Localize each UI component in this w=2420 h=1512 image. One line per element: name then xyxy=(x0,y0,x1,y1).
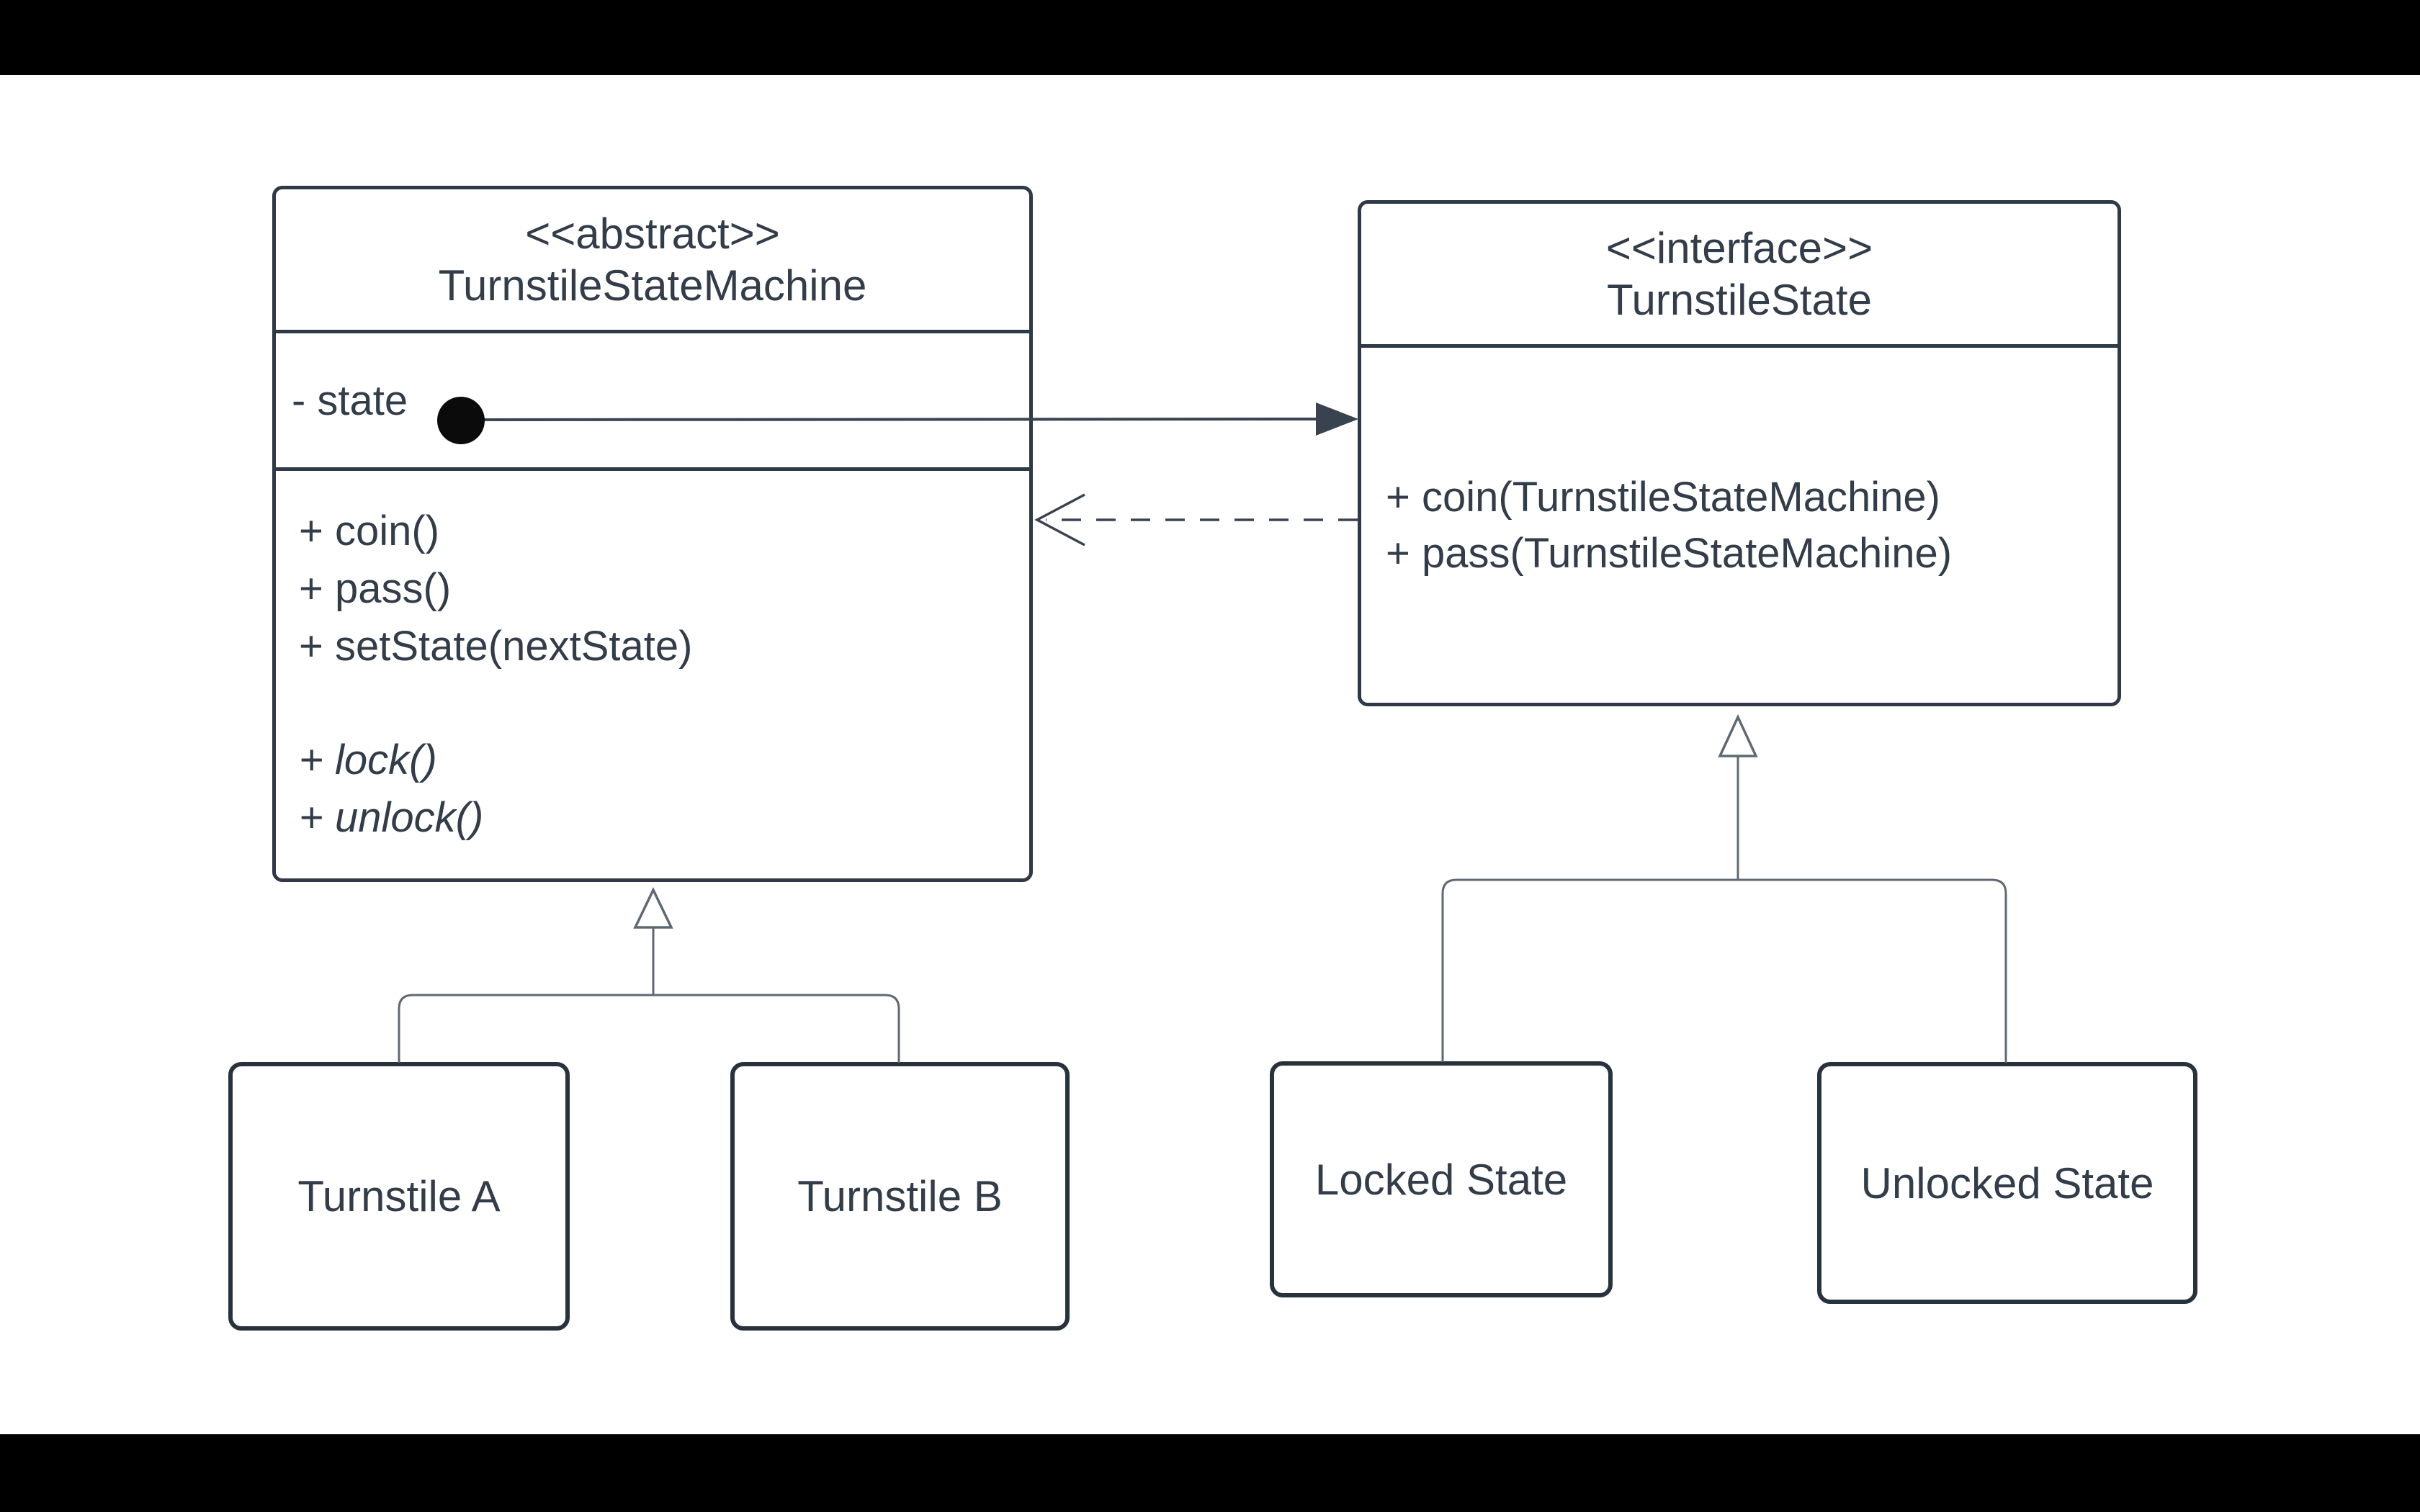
class-methods-section: + coin() + pass() + setState(nextState) … xyxy=(276,471,1029,878)
letterbox-bottom xyxy=(0,1434,2420,1512)
class-box-turnstile-a[interactable]: Turnstile A xyxy=(228,1062,570,1331)
class-box-unlocked-state[interactable]: Unlocked State xyxy=(1817,1062,2197,1304)
interface-method-coin: + coin(TurnstileStateMachine) xyxy=(1386,473,1940,521)
interface-header: <<interface>> TurnstileState xyxy=(1361,204,2118,348)
class-fields-section: - state xyxy=(276,333,1029,471)
method-set-state: + setState(nextState) xyxy=(299,623,693,670)
class-label: Unlocked State xyxy=(1860,1158,2154,1207)
method-pass: + pass() xyxy=(299,565,452,612)
class-stereotype: <<abstract>> xyxy=(525,209,780,258)
class-header: <<abstract>> TurnstileStateMachine xyxy=(276,189,1029,333)
methods-group-gap xyxy=(299,675,1029,732)
class-label: Turnstile A xyxy=(297,1172,501,1220)
abstract-method-unlock: + unlock() xyxy=(299,794,484,841)
class-box-turnstile-b[interactable]: Turnstile B xyxy=(730,1062,1070,1331)
class-label: Turnstile B xyxy=(797,1172,1003,1220)
interface-method-pass: + pass(TurnstileStateMachine) xyxy=(1386,529,1953,577)
letterbox-top xyxy=(0,0,2420,75)
interface-name: TurnstileState xyxy=(1607,275,1872,324)
class-label: Locked State xyxy=(1314,1155,1568,1204)
interface-methods-section: + coin(TurnstileStateMachine) + pass(Tur… xyxy=(1361,348,2118,703)
field-state: - state xyxy=(292,377,408,424)
class-box-turnstile-state[interactable]: <<interface>> TurnstileState + coin(Turn… xyxy=(1358,200,2121,706)
class-box-locked-state[interactable]: Locked State xyxy=(1270,1061,1613,1297)
interface-stereotype: <<interface>> xyxy=(1605,223,1873,272)
abstract-method-lock: + lock() xyxy=(299,737,437,783)
class-name: TurnstileStateMachine xyxy=(438,261,867,310)
method-coin: + coin() xyxy=(299,508,440,554)
class-box-turnstile-state-machine[interactable]: <<abstract>> TurnstileStateMachine - sta… xyxy=(272,186,1033,882)
